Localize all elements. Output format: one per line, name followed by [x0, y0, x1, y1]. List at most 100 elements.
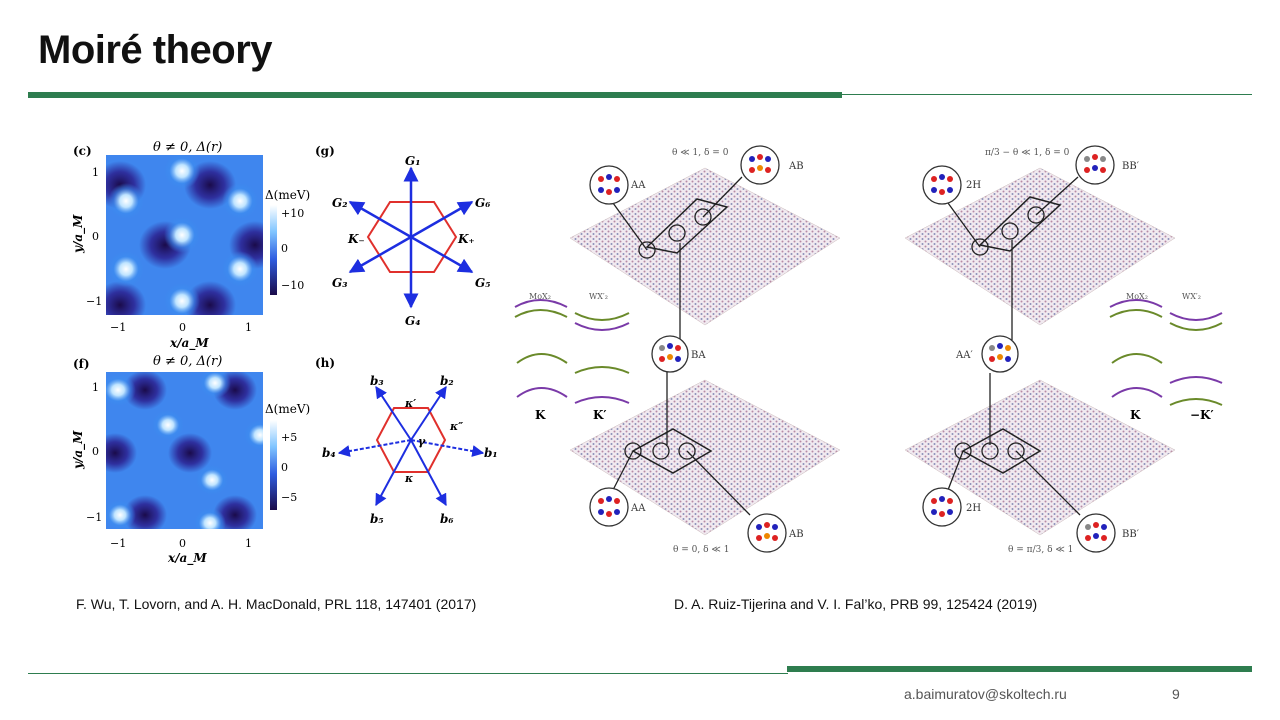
lattice-top [569, 167, 841, 326]
author-email: a.baimuratov@skoltech.ru [904, 686, 1067, 702]
site-AAp: AA′ [955, 350, 973, 361]
figure-stacking-antiparallel: π/3 − θ ≪ 1, δ = 0 θ = π/3, δ ≪ 1 2H BB′… [904, 145, 1223, 555]
panel-f-xlabel: x/a_M [167, 551, 207, 566]
cond-top: π/3 − θ ≪ 1, δ = 0 [985, 148, 1070, 158]
panel-c-label: (c) [73, 144, 92, 158]
label-G6: G₆ [475, 196, 491, 210]
svg-text:K: K [535, 408, 546, 422]
footer-rule-thin [28, 673, 788, 674]
panel-c-ytick: −1 [86, 295, 102, 308]
panel-c-cbar-tick: −10 [281, 279, 304, 292]
panel-c-ytick: 0 [92, 230, 99, 243]
label-b3: b₃ [370, 374, 384, 388]
panel-c-xlabel: x/a_M [169, 336, 209, 351]
svg-text:K′: K′ [593, 408, 607, 422]
label-b5: b₅ [370, 512, 384, 526]
site-circle [589, 165, 629, 205]
panel-f-xtick: 0 [179, 537, 186, 550]
site-AA-top: AA [630, 180, 646, 191]
cond-bottom: θ = 0, δ ≪ 1 [673, 545, 729, 555]
site-circle [1076, 513, 1116, 553]
panel-f-xtick: 1 [245, 537, 252, 550]
svg-text:K: K [1130, 408, 1141, 422]
panel-f-cbar-tick: 0 [281, 461, 288, 474]
hexagon-g [348, 166, 474, 309]
site-circle [589, 487, 629, 527]
site-circle [922, 487, 962, 527]
panel-c-xtick: 1 [245, 321, 252, 334]
panel-f-cbar-label: Δ(meV) [265, 402, 310, 416]
panel-c-cbar-label: Δ(meV) [265, 188, 310, 202]
panel-c-title: θ ≠ 0, Δ(r) [153, 140, 222, 155]
figure-wu-maps: (c) θ ≠ 0, Δ(r) Δ(meV) +10 0 −10 1 0 −1 … [71, 140, 310, 566]
site-circle [1075, 145, 1115, 185]
panel-g-label: (g) [315, 144, 335, 158]
label-G5: G₅ [475, 276, 491, 290]
svg-text:−K′: −K′ [1190, 408, 1214, 422]
site-BBp-bottom: BB′ [1122, 529, 1140, 540]
panel-c-ylabel: y/a_M [71, 214, 86, 254]
site-circle [922, 165, 962, 205]
panel-f-ytick: 1 [92, 381, 99, 394]
heatmap-f [106, 372, 263, 529]
site-AB-top: AB [788, 161, 804, 172]
label-G2: G₂ [332, 196, 348, 210]
svg-text:MoX₂: MoX₂ [529, 292, 551, 301]
site-AB-bottom: AB [788, 529, 804, 540]
label-K-minus: K₋ [347, 232, 365, 246]
panel-f-cbar-tick: −5 [281, 491, 297, 504]
lattice-top [904, 167, 1176, 326]
site-circle [747, 513, 787, 553]
cond-top: θ ≪ 1, δ = 0 [672, 148, 729, 158]
site-2H-bottom: 2H [966, 503, 981, 514]
panel-c-cbar-tick: +10 [281, 207, 304, 220]
band-diagram-right: MoX₂ WX′₂ K −K′ [1109, 292, 1223, 422]
site-circle [740, 145, 780, 185]
panel-f-ytick: −1 [86, 511, 102, 524]
panel-f-title: θ ≠ 0, Δ(r) [153, 354, 222, 369]
panel-f-label: (f) [73, 357, 90, 371]
lattice-bottom [569, 379, 841, 536]
label-gamma: γ [418, 435, 426, 448]
label-K-plus: K₊ [457, 232, 475, 246]
label-G3: G₃ [332, 276, 348, 290]
heatmap-c [106, 155, 263, 315]
site-2H-top: 2H [966, 180, 981, 191]
header-rule-thick [28, 92, 842, 98]
panel-f-ytick: 0 [92, 445, 99, 458]
panel-h-label: (h) [315, 356, 335, 370]
site-AA-bottom: AA [630, 503, 646, 514]
svg-text:WX′₂: WX′₂ [1182, 292, 1201, 301]
label-G1: G₁ [405, 154, 421, 168]
label-b1: b₁ [484, 446, 498, 460]
panel-f-cbar-tick: +5 [281, 431, 297, 444]
panel-c-ytick: 1 [92, 166, 99, 179]
hexagon-h [337, 385, 485, 507]
label-b6: b₆ [440, 512, 454, 526]
panel-c-xtick: −1 [110, 321, 126, 334]
label-kappa-prime: κ′ [404, 397, 416, 410]
footer-rule-thick [787, 666, 1252, 672]
band-diagram-left: MoX₂ WX′₂ K K′ [514, 292, 630, 422]
reference-ruiz-tijerina: D. A. Ruiz-Tijerina and V. I. Fal’ko, PR… [674, 596, 1038, 612]
page-number: 9 [1172, 686, 1180, 702]
label-b2: b₂ [440, 374, 454, 388]
figure-stacking-parallel: θ ≪ 1, δ = 0 θ = 0, δ ≪ 1 AA AB BA AA AB… [514, 145, 841, 555]
slide-title: Moiré theory [38, 28, 273, 72]
site-BA: BA [691, 350, 706, 361]
panel-f-ylabel: y/a_M [71, 430, 86, 470]
svg-text:WX′₂: WX′₂ [589, 292, 608, 301]
reference-wu: F. Wu, T. Lovorn, and A. H. MacDonald, P… [76, 596, 477, 612]
site-circle [981, 335, 1019, 373]
cond-bottom: θ = π/3, δ ≪ 1 [1008, 545, 1073, 555]
label-kappa-double-prime: κ″ [449, 420, 463, 433]
figure-reciprocal-vectors: (g) G₁ G₂ G₃ G₄ G₅ G₆ K₋ K₊ (h) b₃ b₂ b₄… [315, 144, 498, 526]
panel-f-xtick: −1 [110, 537, 126, 550]
label-G4: G₄ [405, 314, 421, 328]
lattice-bottom [904, 379, 1176, 536]
site-BBp-top: BB′ [1122, 161, 1140, 172]
svg-text:MoX₂: MoX₂ [1126, 292, 1148, 301]
label-b4: b₄ [322, 446, 336, 460]
header-rule-thin [842, 94, 1252, 95]
label-kappa: κ [404, 472, 413, 485]
